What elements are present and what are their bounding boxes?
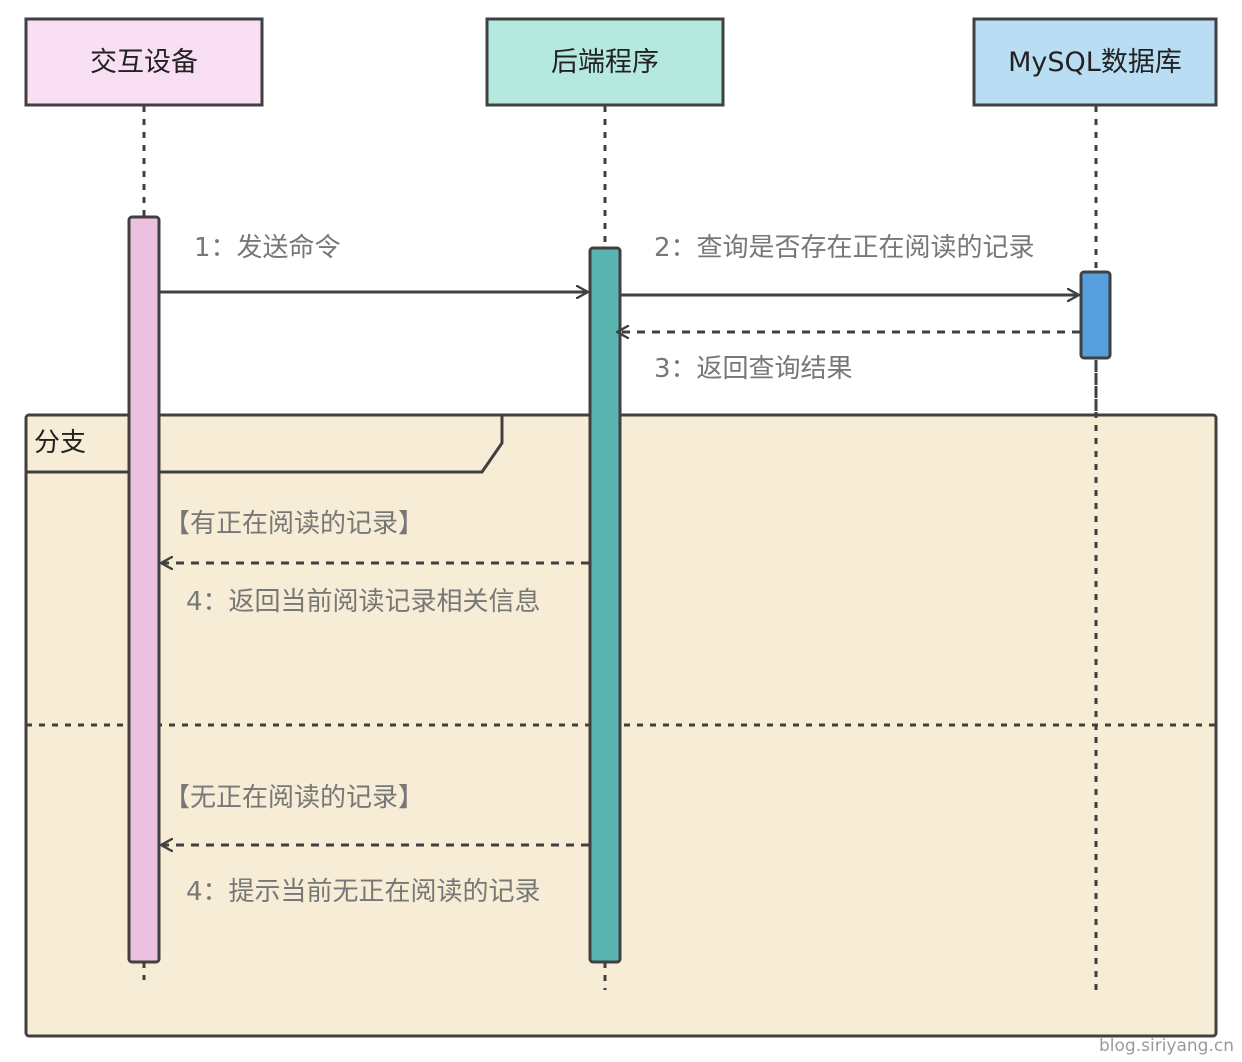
messages: [160, 292, 1080, 845]
guard-no-record: 【无正在阅读的记录】: [164, 783, 424, 813]
participant-device-box: [24, 17, 264, 107]
message-4b-label: 4：提示当前无正在阅读的记录: [186, 877, 541, 907]
activation-backend: [588, 246, 622, 964]
participant-device: 交互设备: [90, 47, 198, 78]
message-4a-label: 4：返回当前阅读记录相关信息: [186, 587, 541, 617]
guard-has-record: 【有正在阅读的记录】: [164, 509, 424, 539]
activations: [127, 215, 1112, 964]
message-2-label: 2：查询是否存在正在阅读的记录: [654, 233, 1035, 263]
participants: 交互设备 后端程序 MySQL数据库: [24, 17, 1218, 107]
fragment-tab: [26, 415, 504, 474]
activation-mysql: [1079, 270, 1112, 360]
participant-backend-box: [485, 17, 725, 107]
fragment-label: 分支: [34, 428, 86, 458]
participant-mysql-box: [972, 17, 1218, 107]
watermark: blog.siriyang.cn: [1099, 1036, 1234, 1056]
message-3-label: 3：返回查询结果: [654, 354, 853, 384]
participant-mysql: MySQL数据库: [1008, 47, 1182, 78]
activation-device: [127, 215, 161, 964]
message-labels: 1：发送命令 2：查询是否存在正在阅读的记录 3：返回查询结果 4：返回当前阅读…: [186, 233, 1035, 907]
participant-backend: 后端程序: [551, 47, 659, 78]
message-1-label: 1：发送命令: [194, 233, 341, 263]
lifelines-overlay: [142, 360, 1098, 990]
